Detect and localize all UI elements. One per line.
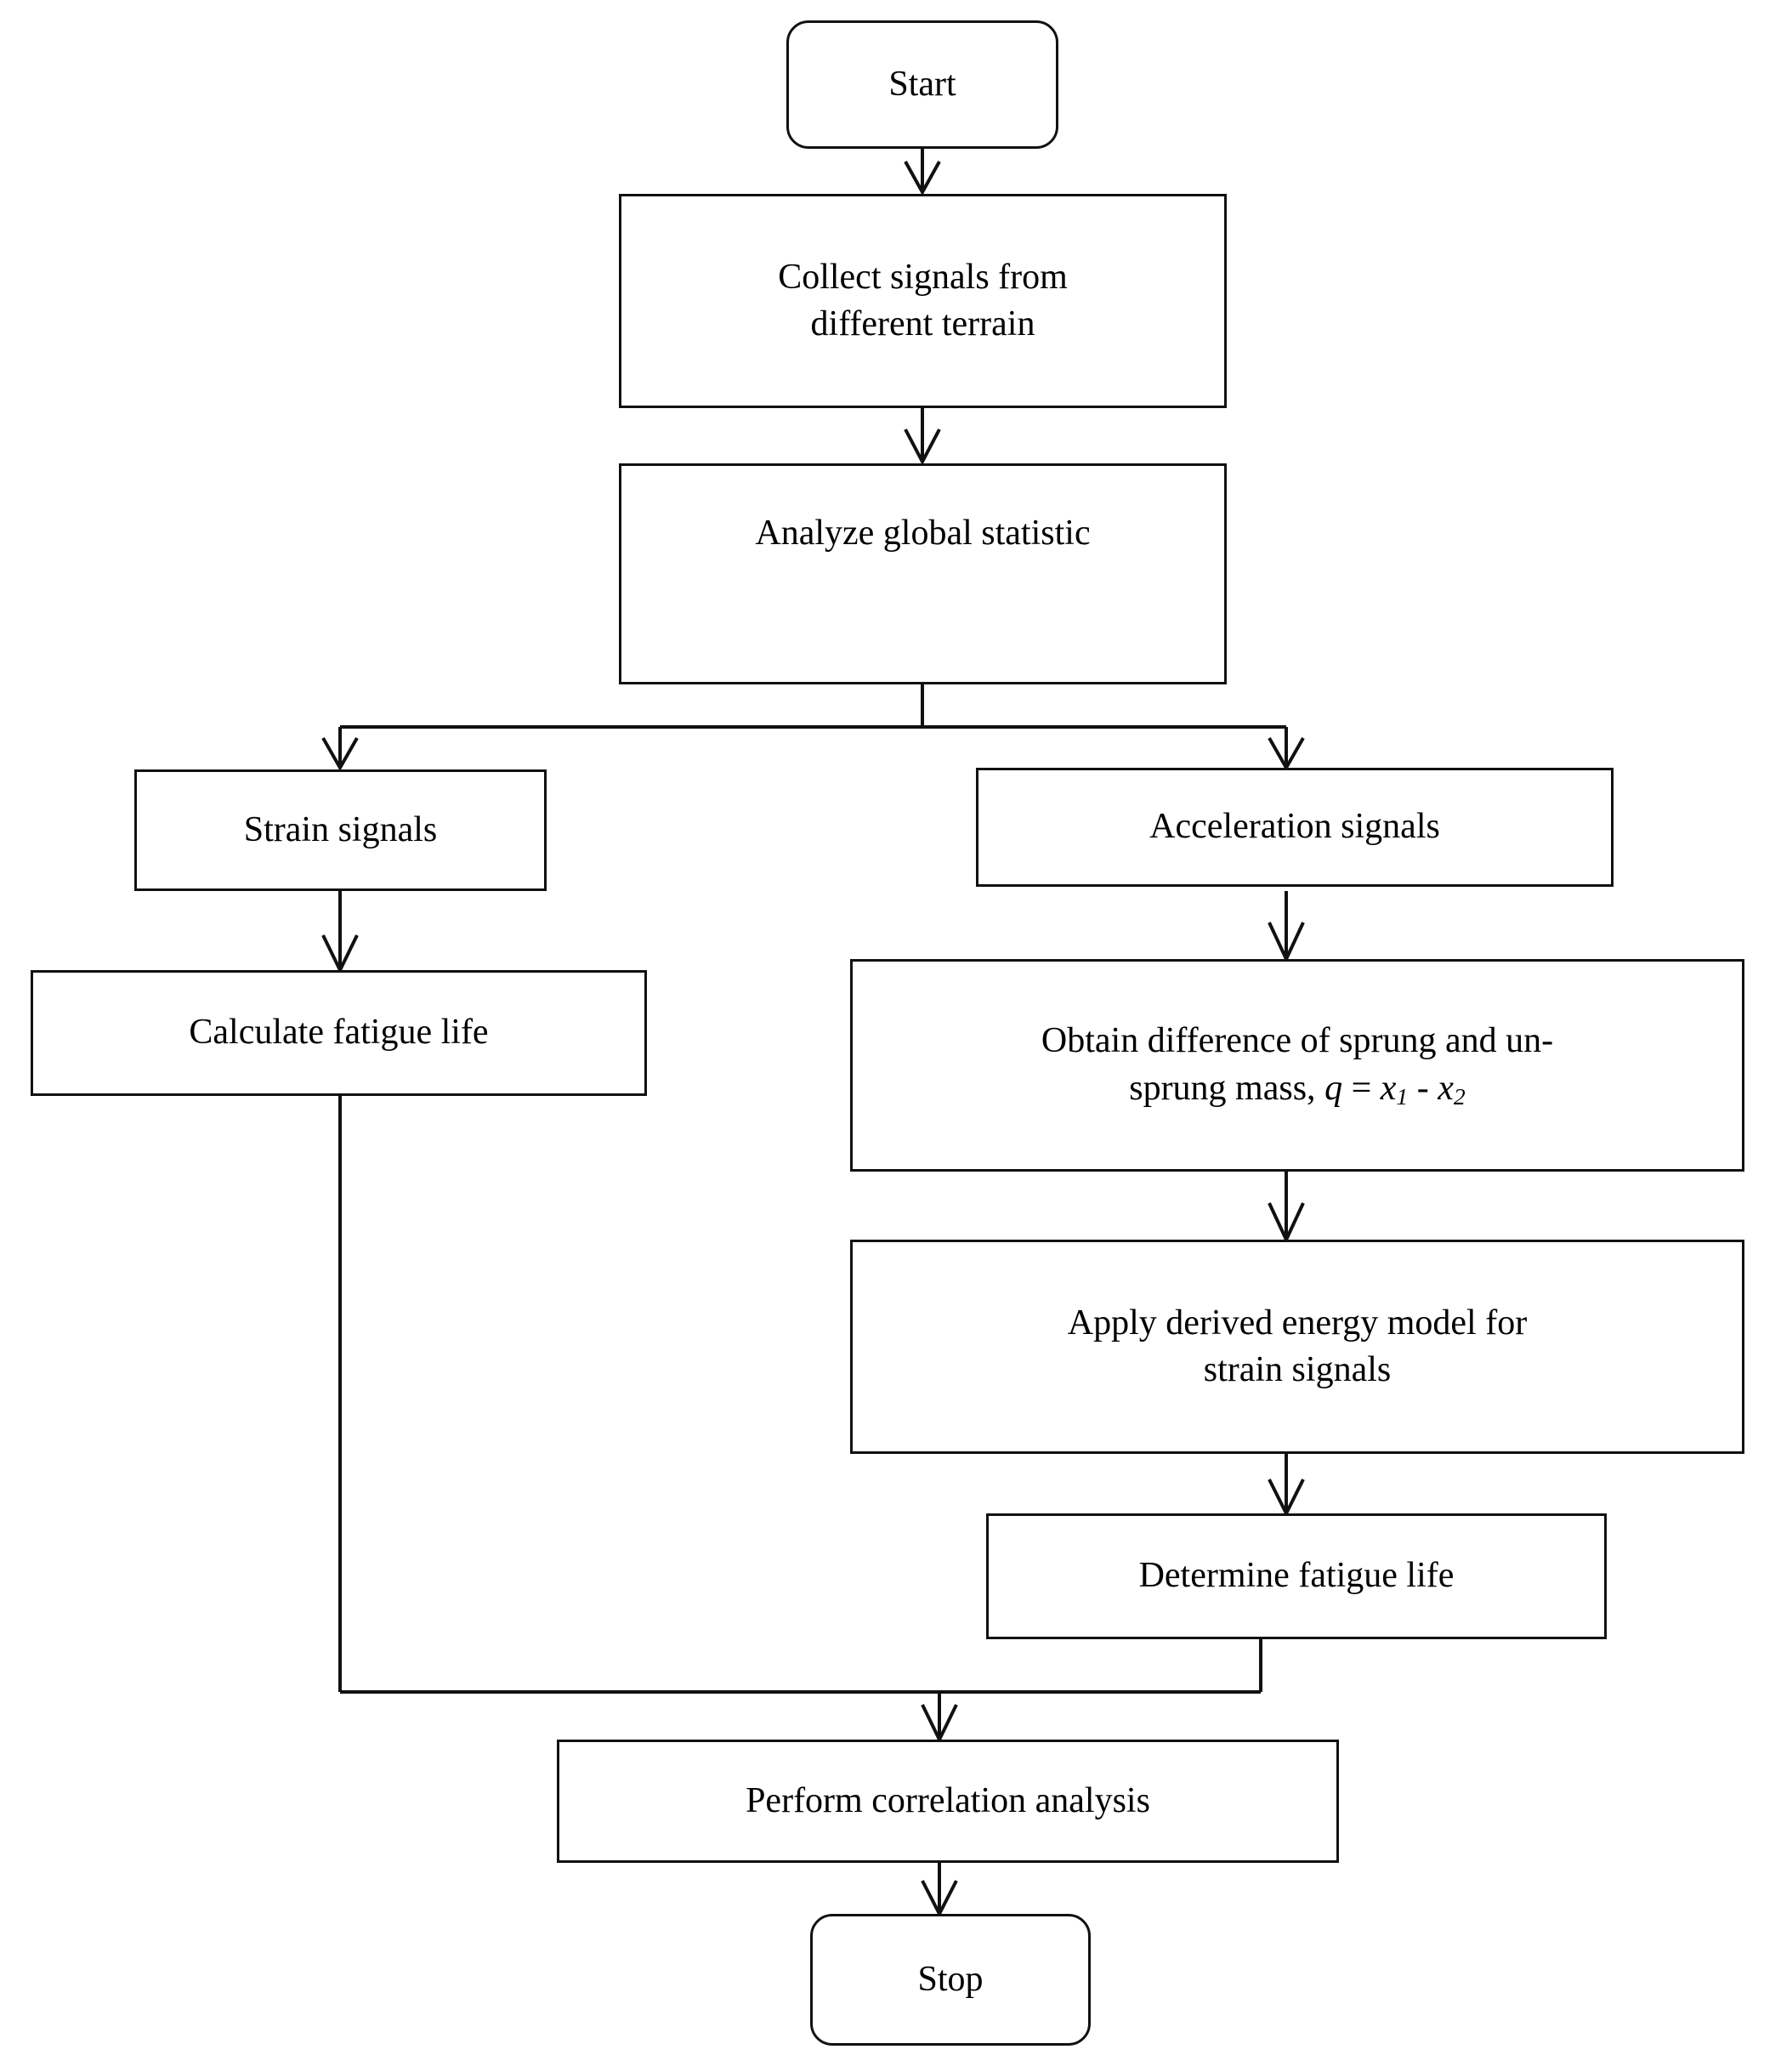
node-collect-signals[interactable]: Collect signals from different terrain <box>619 194 1227 408</box>
node-strain-signals-label: Strain signals <box>149 807 532 854</box>
node-perform-correlation-analysis-label: Perform correlation analysis <box>571 1778 1324 1825</box>
arrowhead-acceleration <box>1268 737 1305 772</box>
node-determine-fatigue-life-line-1: Determine fatigue life <box>1138 1556 1455 1596</box>
node-strain-signals[interactable]: Strain signals <box>134 769 547 891</box>
node-stop[interactable]: Stop <box>810 1914 1091 2046</box>
node-apply-energy-model-label: Apply derived energy model for strain si… <box>865 1300 1730 1394</box>
arrowhead-apply <box>1268 1202 1305 1244</box>
node-apply-energy-model[interactable]: Apply derived energy model for strain si… <box>850 1240 1744 1454</box>
equation-prefix: sprung mass, <box>1129 1068 1325 1108</box>
node-obtain-difference-line-1: Obtain difference of sprung and un- <box>1041 1021 1554 1061</box>
equation-term-x2: x2 <box>1438 1068 1466 1110</box>
node-obtain-difference-line-2: sprung mass, q = x1 - x2 <box>865 1065 1730 1113</box>
equation-term2-subscript: 2 <box>1453 1082 1466 1110</box>
node-collect-signals-line-2: different terrain <box>810 304 1035 343</box>
node-perform-correlation-analysis[interactable]: Perform correlation analysis <box>557 1740 1339 1863</box>
node-analyze-global-statistic-label: Analyze global statistic <box>633 510 1212 557</box>
node-stop-label: Stop <box>825 1956 1076 2003</box>
node-start-label: Start <box>801 61 1044 108</box>
arrowhead-calculate <box>321 934 359 974</box>
node-stop-line-1: Stop <box>917 1959 984 1999</box>
equation-term-x1: x1 <box>1380 1068 1409 1110</box>
arrowhead-collect <box>904 161 941 196</box>
node-strain-signals-line-1: Strain signals <box>243 809 438 849</box>
node-start[interactable]: Start <box>786 20 1058 149</box>
node-collect-signals-line-1: Collect signals from <box>778 257 1068 297</box>
equation-variable-q: q <box>1324 1068 1343 1108</box>
node-acceleration-signals-label: Acceleration signals <box>990 803 1599 850</box>
equation-term1-subscript: 1 <box>1396 1082 1409 1110</box>
arrowhead-analyze <box>904 429 941 466</box>
node-apply-energy-model-line-1: Apply derived energy model for <box>1067 1303 1528 1343</box>
node-acceleration-signals[interactable]: Acceleration signals <box>976 768 1614 887</box>
node-perform-correlation-analysis-line-1: Perform correlation analysis <box>746 1780 1150 1820</box>
arrowhead-strain <box>321 737 359 772</box>
node-start-line-1: Start <box>888 64 956 104</box>
node-obtain-difference-label: Obtain difference of sprung and un- spru… <box>865 1018 1730 1112</box>
arrowhead-correlation <box>921 1704 958 1744</box>
node-determine-fatigue-life-label: Determine fatigue life <box>1001 1553 1592 1599</box>
node-analyze-global-statistic-line-1: Analyze global statistic <box>755 514 1091 553</box>
equation-term1-base: x <box>1380 1068 1397 1108</box>
equation-operator-equals: = <box>1351 1068 1372 1108</box>
node-analyze-global-statistic[interactable]: Analyze global statistic <box>619 463 1227 684</box>
node-acceleration-signals-line-1: Acceleration signals <box>1149 807 1440 847</box>
arrowhead-determine <box>1268 1479 1305 1518</box>
node-collect-signals-label: Collect signals from different terrain <box>633 254 1212 349</box>
arrowhead-obtain <box>1268 922 1305 963</box>
node-obtain-difference[interactable]: Obtain difference of sprung and un- spru… <box>850 959 1744 1172</box>
node-apply-energy-model-line-2: strain signals <box>1203 1350 1392 1389</box>
node-calculate-fatigue-life-label: Calculate fatigue life <box>45 1009 632 1056</box>
node-calculate-fatigue-life[interactable]: Calculate fatigue life <box>31 970 647 1096</box>
node-determine-fatigue-life[interactable]: Determine fatigue life <box>986 1513 1607 1639</box>
node-calculate-fatigue-life-line-1: Calculate fatigue life <box>189 1013 489 1053</box>
arrowhead-stop <box>921 1880 958 1918</box>
equation-term2-base: x <box>1438 1068 1454 1108</box>
equation-operator-minus: - <box>1416 1068 1429 1108</box>
